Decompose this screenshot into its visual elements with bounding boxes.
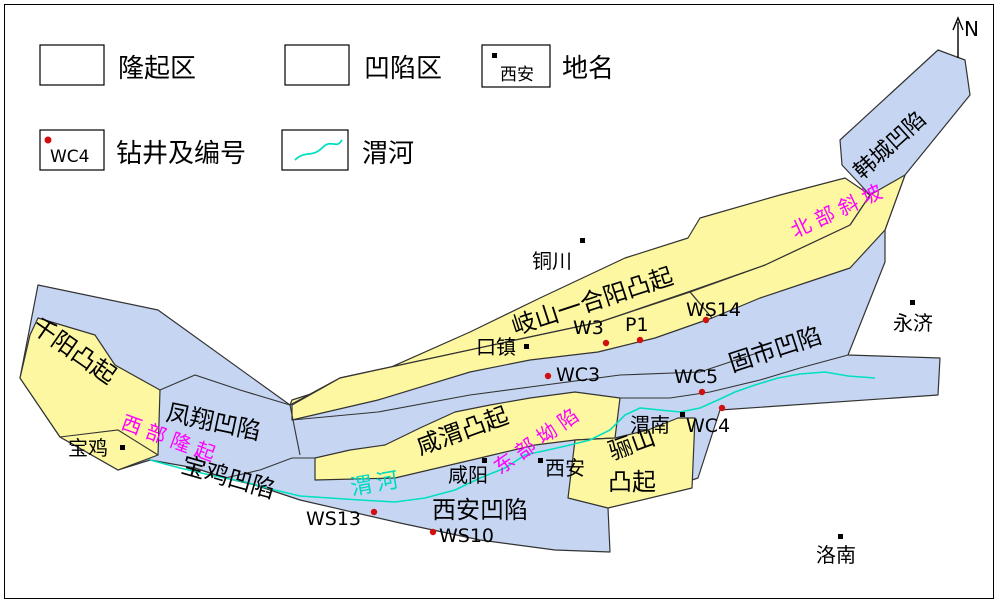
well-marker-icon [636,336,644,344]
well-marker-icon [370,508,378,516]
basin-depression-area [19,49,971,553]
place-xianyang: 咸阳 [448,463,488,487]
well-wc5: WC5 [674,366,718,388]
legend-well-sample: WC4 [50,147,90,167]
place-kouzhen: 口镇 [476,335,516,359]
place-marker-icon [838,534,843,539]
fault-line-4 [620,354,849,399]
unit-xian-depression: 西安凹陷 [432,496,528,524]
well-ws10: WS10 [439,525,494,547]
legend-depression-label: 凹陷区 [364,54,442,84]
fault-line-3 [194,457,315,479]
place-marker-icon [120,445,125,450]
well-wc3: WC3 [556,364,600,386]
legend-uplift-swatch [39,44,105,86]
legend-uplift-label: 隆起区 [118,54,196,84]
wells: W3 P1 WS14 WC3 WC5 WC4 WS13 WS10 [306,299,741,547]
well-marker-icon [698,388,706,396]
place-marker-icon [492,53,497,58]
well-wc4: WC4 [686,415,730,437]
place-baoji: 宝鸡 [68,436,108,460]
well-ws13: WS13 [306,508,361,530]
well-ws14: WS14 [686,299,741,321]
lishan-uplift [567,417,696,509]
legend-depression-swatch [284,44,350,86]
legend-river-box [281,129,349,171]
place-luonan: 洛南 [816,543,856,567]
legend-place-sample: 西安 [500,65,534,85]
place-xian: 西安 [545,456,585,480]
river-line-icon [294,139,343,161]
place-marker-icon [538,458,543,463]
unit-lishan-line2: 凸起 [608,468,656,496]
place-marker-icon [524,344,529,349]
place-yongji: 永济 [893,311,933,335]
fault-line-6 [59,429,159,456]
xianwei-uplift [314,391,621,481]
places: 铜川 口镇 永济 宝鸡 咸阳 西安 渭南 洛南 [68,238,933,567]
legend-place-label: 地名 [562,54,614,84]
legend-well-label: 钻井及编号 [116,139,246,169]
well-marker-icon [602,339,610,347]
fault-line-2 [159,374,291,406]
qishan-heyang-lower-strip [291,291,713,421]
well-marker-icon [702,316,710,324]
well-marker-icon [44,136,52,144]
well-marker-icon [544,372,552,380]
place-marker-icon [580,238,585,243]
well-marker-icon [718,404,726,412]
fault-line-1 [291,351,761,421]
fault-line-5 [289,404,301,456]
north-arrow: N [952,16,979,58]
legend-river-label: 渭河 [362,139,414,169]
weihe-river [149,371,876,503]
legend-place-box [481,44,551,88]
place-marker-icon [482,458,487,463]
place-marker-icon [680,412,685,417]
legend-well-box [39,129,105,171]
legend: 隆起区 凹陷区 西安 地名 WC4 钻井及编号 渭河 [39,44,614,171]
place-tongchuan: 铜川 [532,249,572,273]
north-label: N [964,17,979,41]
well-marker-icon [429,528,437,536]
place-weinan: 渭南 [630,413,670,437]
place-marker-icon [910,300,915,305]
qianyang-uplift [19,317,161,471]
well-w3: W3 [573,317,604,339]
well-p1: P1 [625,314,649,336]
